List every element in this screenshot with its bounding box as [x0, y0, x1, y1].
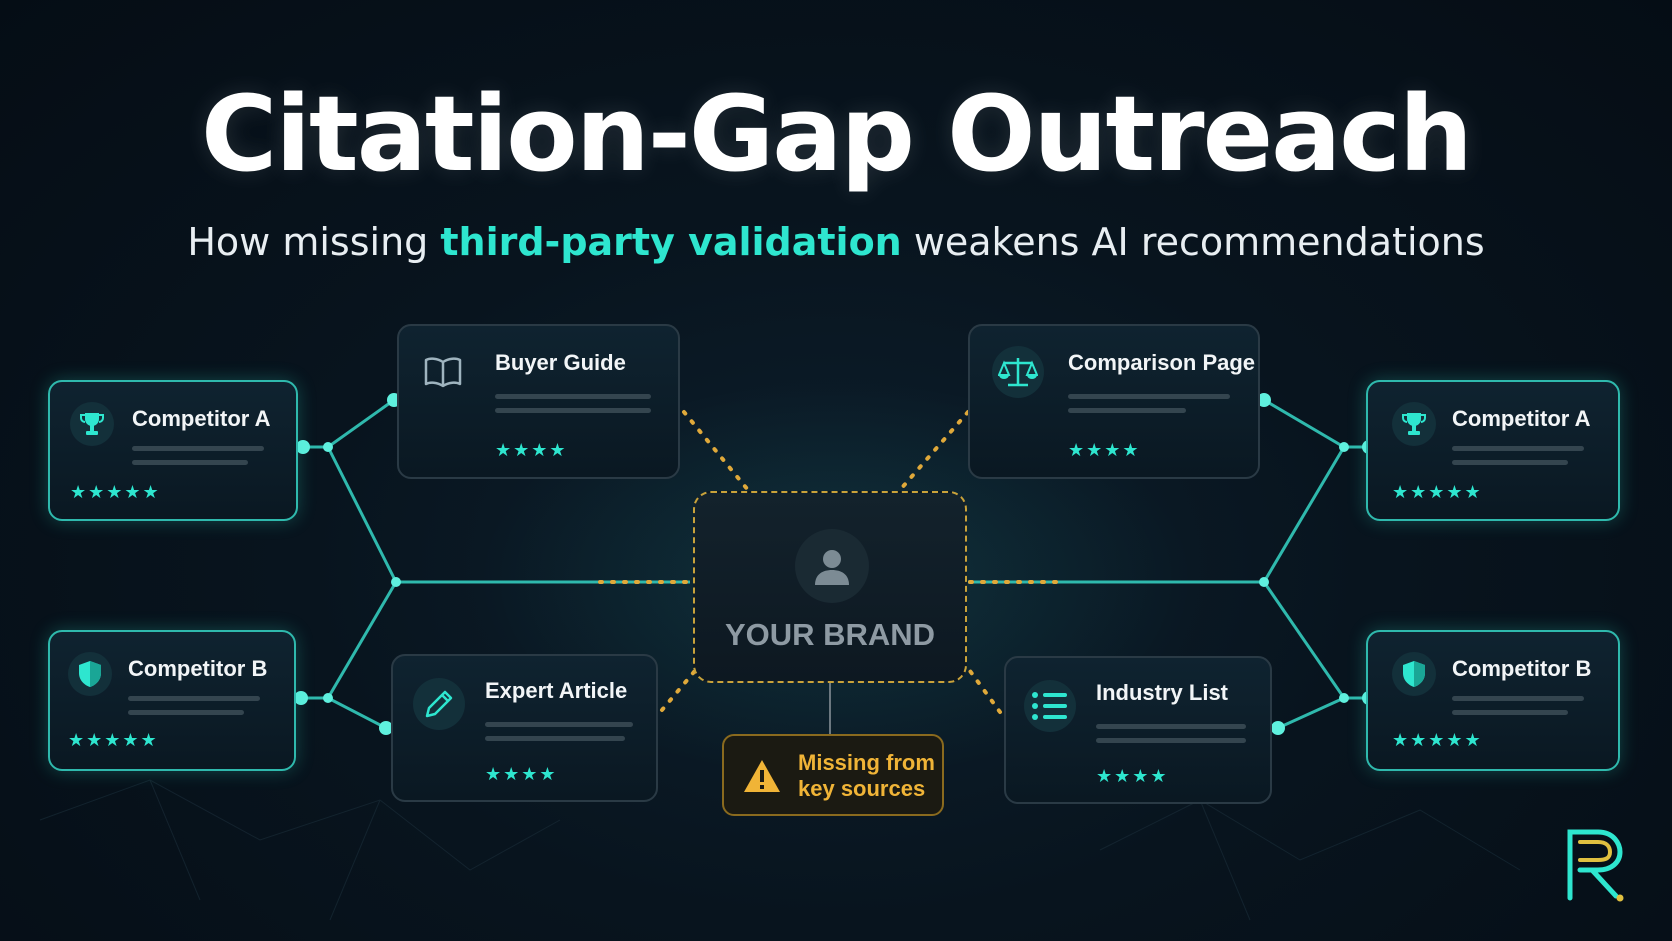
competitor-b-right-label: Competitor B — [1452, 656, 1592, 681]
shield-icon — [1392, 652, 1436, 696]
competitor-a-left-label: Competitor A — [132, 406, 271, 431]
trophy-icon — [1392, 402, 1436, 446]
page-title: Citation-Gap Outreach — [201, 73, 1473, 195]
comparison-page-stars: ★★★★ — [1068, 440, 1141, 460]
warning-icon — [742, 758, 782, 799]
competitor-a-right-stars: ★★★★★ — [1392, 482, 1483, 502]
shield-icon — [68, 652, 112, 696]
comparison-page-label: Comparison Page — [1068, 350, 1256, 375]
r-logo — [1558, 824, 1630, 907]
your-brand-node: YOUR BRAND — [693, 491, 967, 683]
competitor-a-right-label: Competitor A — [1452, 406, 1591, 431]
expert-article-stars: ★★★★ — [485, 764, 558, 784]
industry-list-stars: ★★★★ — [1096, 766, 1169, 786]
competitor-a-right-card: Competitor A ★★★★★ — [1366, 380, 1620, 521]
brand-label: YOUR BRAND — [724, 617, 936, 652]
subtitle-highlight: third-party validation — [440, 220, 902, 264]
competitor-b-right-stars: ★★★★★ — [1392, 730, 1483, 750]
warning-line-2: key sources — [798, 776, 926, 802]
competitor-b-left-stars: ★★★★★ — [68, 730, 159, 750]
list-icon — [1024, 680, 1076, 732]
buyer-guide-label: Buyer Guide — [495, 350, 626, 375]
trophy-icon — [70, 402, 114, 446]
buyer-guide-card: Buyer Guide ★★★★ — [397, 324, 680, 479]
book-icon — [421, 350, 465, 394]
missing-sources-warning: Missing from key sources — [722, 734, 944, 816]
subtitle-before: How missing — [187, 220, 441, 264]
warning-text: Missing from key sources — [798, 750, 935, 803]
competitor-b-left-card: Competitor B ★★★★★ — [48, 630, 296, 771]
warning-line-1: Missing from — [798, 750, 935, 775]
comparison-page-card: Comparison Page ★★★★ — [968, 324, 1260, 479]
competitor-a-left-card: Competitor A ★★★★★ — [48, 380, 298, 521]
industry-list-card: Industry List ★★★★ — [1004, 656, 1272, 804]
expert-article-card: Expert Article ★★★★ — [391, 654, 658, 802]
pencil-icon — [413, 678, 465, 730]
scale-icon — [992, 346, 1044, 398]
competitor-a-left-stars: ★★★★★ — [70, 482, 161, 502]
competitor-b-left-label: Competitor B — [128, 656, 268, 681]
subtitle-after: weakens AI recommendations — [901, 220, 1485, 264]
user-icon — [795, 529, 869, 603]
expert-article-label: Expert Article — [485, 678, 628, 703]
buyer-guide-stars: ★★★★ — [495, 440, 568, 460]
competitor-b-right-card: Competitor B ★★★★★ — [1366, 630, 1620, 771]
page-subtitle: How missing third-party validation weake… — [0, 220, 1672, 264]
industry-list-label: Industry List — [1096, 680, 1229, 705]
